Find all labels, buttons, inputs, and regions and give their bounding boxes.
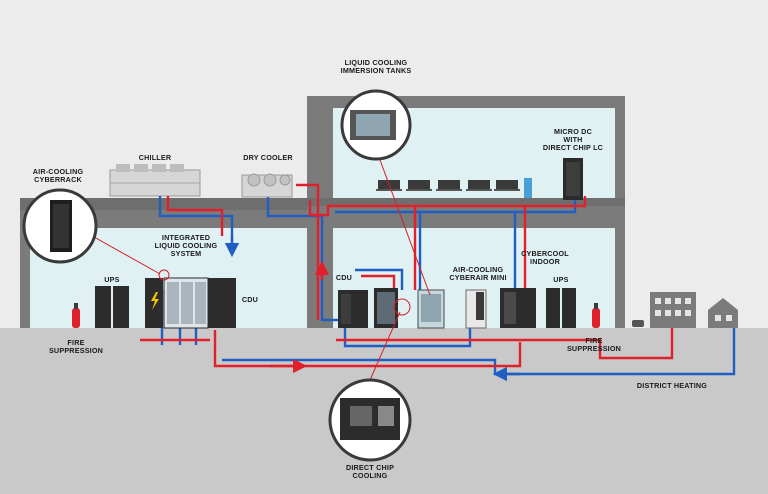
cyberrack-callout: [22, 188, 170, 281]
direct-chip-callout: [328, 298, 412, 462]
integrated-liquid-cooling-system: [145, 277, 236, 329]
label-cdu-left: CDU: [242, 295, 258, 304]
label-ups-left: UPS: [104, 275, 119, 284]
ups-left: [95, 286, 129, 328]
label-ups-right: UPS: [553, 275, 568, 284]
label-district-heating: DISTRICT HEATING: [637, 381, 707, 390]
fire-extinguisher-right: [592, 303, 600, 328]
cybercool-indoor-unit: [500, 288, 536, 328]
cyberair-mini-unit: [465, 289, 487, 329]
district-buildings: [632, 292, 738, 328]
power-bolt-icon: [151, 292, 159, 310]
fire-extinguisher-left: [72, 303, 80, 328]
label-chiller: CHILLER: [139, 153, 172, 162]
cdu-mid-unit: [338, 290, 368, 328]
immersion-rack: [417, 289, 445, 329]
hot-pipes: [140, 183, 674, 368]
label-cdu-mid: CDU: [336, 273, 352, 282]
dry-cooler-unit: [241, 173, 293, 198]
label-dry-cooler: DRY COOLER: [243, 153, 293, 162]
chiller-unit: [109, 164, 201, 197]
ups-right: [546, 288, 576, 328]
immersion-callout: [340, 89, 431, 296]
micro-dc-rack: [563, 158, 583, 200]
